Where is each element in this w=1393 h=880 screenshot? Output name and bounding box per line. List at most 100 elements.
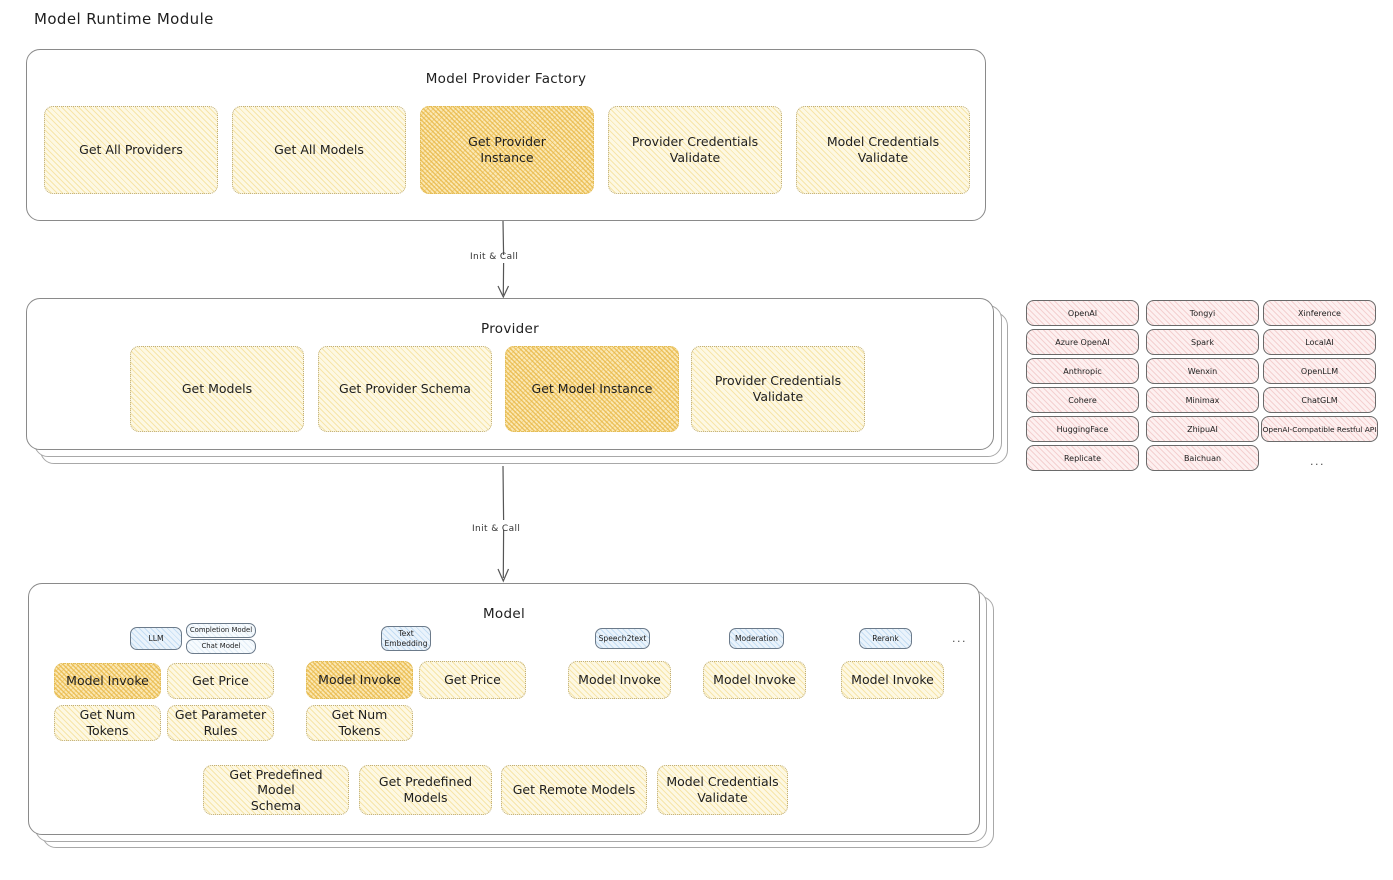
method-label: Get Remote Models (512, 782, 636, 798)
provider-chip-azure-openai[interactable]: Azure OpenAI (1026, 329, 1139, 355)
method-label: Model Invoke (318, 672, 401, 688)
provider-chip-label: Cohere (1068, 395, 1097, 405)
provider-chip-label: Replicate (1063, 453, 1101, 463)
factory-method-label: Get All Providers (79, 142, 183, 158)
provider-chip-openllm[interactable]: OpenLLM (1263, 358, 1376, 384)
model-shared-method-get-remote-models[interactable]: Get Remote Models (501, 765, 647, 815)
provider-chip-label: ZhipuAI (1187, 424, 1218, 434)
factory-method-get-all-models[interactable]: Get All Models (232, 106, 406, 194)
provider-chip-xinference[interactable]: Xinference (1263, 300, 1376, 326)
model-type-badge-speech2text[interactable]: Speech2text (595, 628, 650, 649)
provider-list-more-indicator: ... (1310, 455, 1325, 468)
provider-chip-label: LocalAI (1305, 337, 1334, 347)
provider-chip-tongyi[interactable]: Tongyi (1146, 300, 1259, 326)
model-type-badge-label: Rerank (872, 633, 899, 643)
provider-chip-cohere[interactable]: Cohere (1026, 387, 1139, 413)
provider-chip-openai[interactable]: OpenAI (1026, 300, 1139, 326)
model-type-badge-llm[interactable]: LLM (130, 627, 182, 650)
llm-method-get-num-tokens[interactable]: Get Num Tokens (54, 705, 161, 741)
provider-chip-zhipuai[interactable]: ZhipuAI (1146, 416, 1259, 442)
provider-chip-label: Baichuan (1183, 453, 1222, 463)
method-label: Get Price (444, 672, 501, 688)
rerank-method-model-invoke[interactable]: Model Invoke (841, 661, 944, 699)
moderation-method-model-invoke[interactable]: Model Invoke (703, 661, 806, 699)
provider-chip-huggingface[interactable]: HuggingFace (1026, 416, 1139, 442)
arrow-factory-to-provider-label: Init & Call (470, 252, 519, 262)
method-label: Model Invoke (713, 672, 796, 688)
provider-chip-label: HuggingFace (1056, 424, 1109, 434)
provider-chip-replicate[interactable]: Replicate (1026, 445, 1139, 471)
provider-chip-wenxin[interactable]: Wenxin (1146, 358, 1259, 384)
provider-chip-label: OpenAI (1067, 308, 1098, 318)
provider-method-label: Get Models (181, 381, 253, 397)
provider-chip-label: Minimax (1185, 395, 1220, 405)
model-provider-factory-heading: Model Provider Factory (425, 71, 587, 87)
provider-chip-spark[interactable]: Spark (1146, 329, 1259, 355)
provider-method-label: Get Model Instance (531, 381, 653, 397)
text-embedding-method-get-num-tokens[interactable]: Get Num Tokens (306, 705, 413, 741)
model-type-badge-label: Speech2text (598, 633, 647, 643)
model-heading: Model (482, 606, 526, 622)
provider-heading: Provider (481, 321, 539, 337)
provider-chip-label: Azure OpenAI (1055, 337, 1110, 347)
method-label: Get Num Tokens (331, 707, 388, 738)
provider-method-get-models[interactable]: Get Models (130, 346, 304, 432)
page-title: Model Runtime Module (34, 10, 214, 28)
model-types-more-indicator: ... (952, 632, 967, 645)
factory-method-label: Get All Models (274, 142, 364, 158)
model-type-badge-label: Moderation (734, 633, 778, 643)
provider-chip-minimax[interactable]: Minimax (1146, 387, 1259, 413)
provider-method-get-model-instance[interactable]: Get Model Instance (505, 346, 679, 432)
method-label: Model Invoke (66, 673, 149, 689)
provider-chip-anthropic[interactable]: Anthropic (1026, 358, 1139, 384)
provider-chip-localai[interactable]: LocalAI (1263, 329, 1376, 355)
model-subtype-badge-label: Completion Model (189, 626, 253, 635)
model-type-badge-moderation[interactable]: Moderation (729, 628, 784, 649)
provider-chip-label: Tongyi (1189, 308, 1216, 318)
provider-method-get-provider-schema[interactable]: Get Provider Schema (318, 346, 492, 432)
provider-chip-baichuan[interactable]: Baichuan (1146, 445, 1259, 471)
provider-chip-label: Wenxin (1187, 366, 1218, 376)
model-subtype-badge-completion-model[interactable]: Completion Model (186, 623, 256, 638)
provider-chip-label: ChatGLM (1301, 395, 1338, 405)
text-embedding-method-model-invoke[interactable]: Model Invoke (306, 661, 413, 699)
method-label: Model Invoke (578, 672, 661, 688)
llm-method-get-price[interactable]: Get Price (167, 663, 274, 699)
arrow-factory-to-provider (486, 220, 526, 301)
method-label: Model Invoke (851, 672, 934, 688)
speech2text-method-model-invoke[interactable]: Model Invoke (568, 661, 671, 699)
provider-chip-label: OpenLLM (1300, 366, 1339, 376)
factory-method-get-all-providers[interactable]: Get All Providers (44, 106, 218, 194)
arrow-provider-to-model-label: Init & Call (472, 524, 521, 534)
model-type-badge-rerank[interactable]: Rerank (859, 628, 912, 649)
provider-chip-label: OpenAI-Compatible Restful API (1262, 424, 1377, 434)
provider-chip-chatglm[interactable]: ChatGLM (1263, 387, 1376, 413)
text-embedding-method-get-price[interactable]: Get Price (419, 661, 526, 699)
provider-chip-label: Spark (1191, 337, 1214, 347)
provider-chip-openai-compatible-restful-api[interactable]: OpenAI-Compatible Restful API (1261, 416, 1378, 442)
provider-method-label: Get Provider Schema (339, 381, 471, 397)
llm-method-model-invoke[interactable]: Model Invoke (54, 663, 161, 699)
model-subtype-badge-label: Chat Model (201, 642, 241, 651)
provider-chip-label: Xinference (1298, 308, 1341, 318)
model-subtype-badge-chat-model[interactable]: Chat Model (186, 639, 256, 654)
